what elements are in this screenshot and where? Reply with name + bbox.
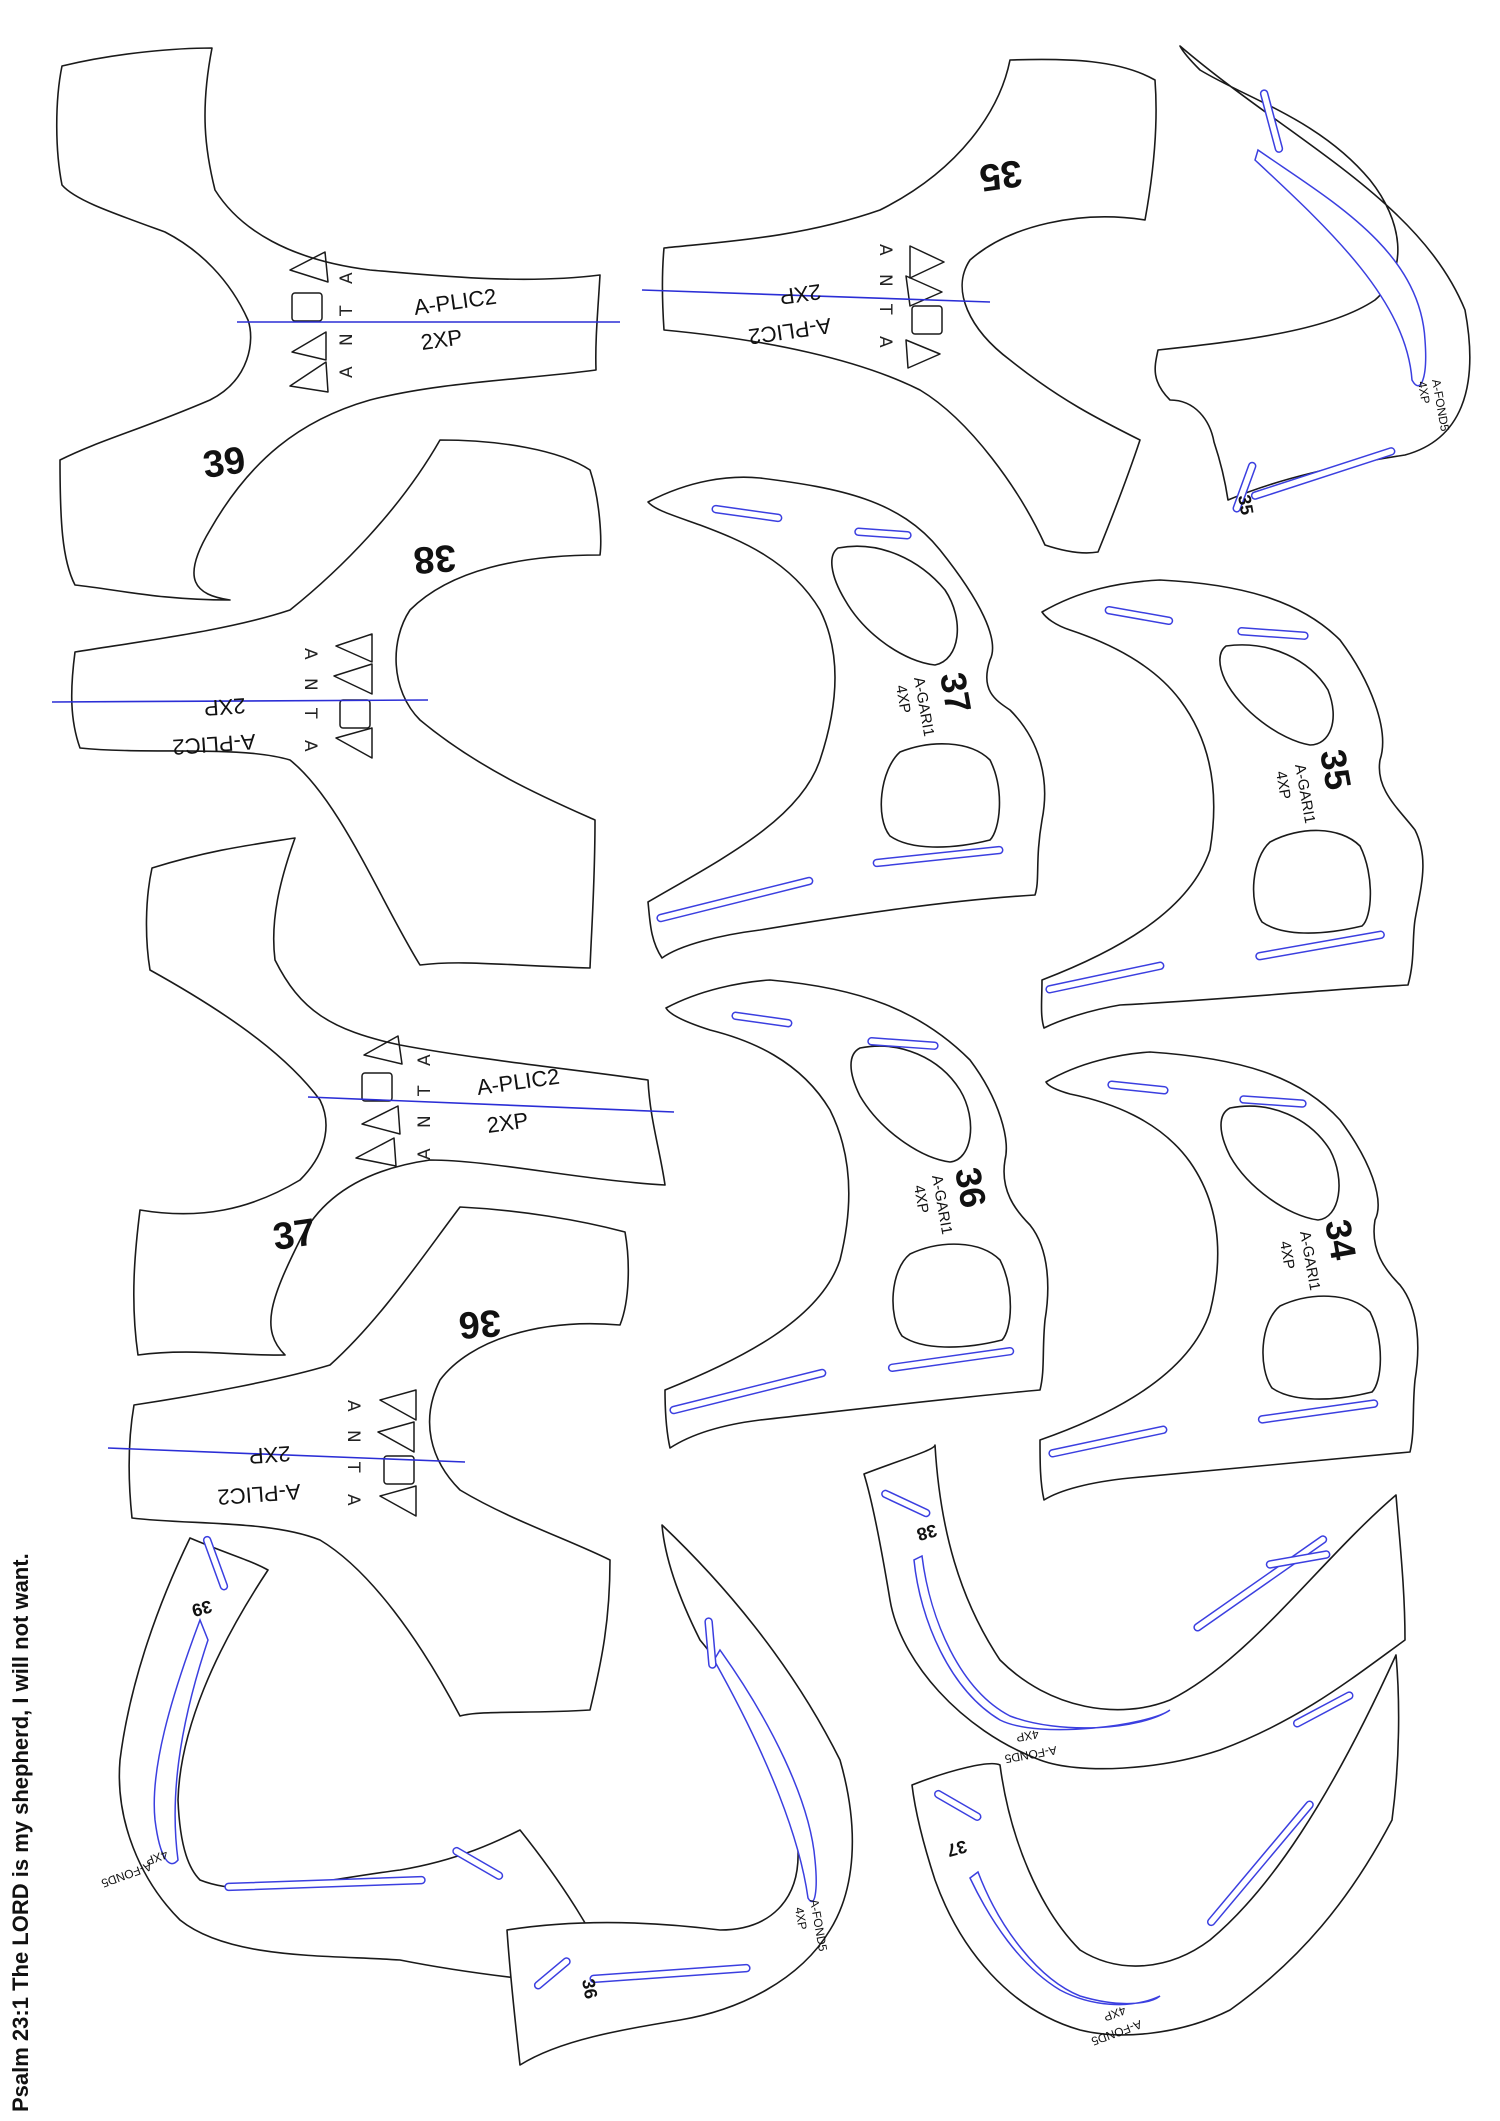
piece-qty: 4XP (1272, 770, 1294, 801)
plic-39-notch-marks (289, 251, 329, 393)
size-number: 37 (932, 669, 979, 716)
plic-38-notch-marks (333, 633, 373, 759)
size-number: 36 (457, 1301, 502, 1346)
grainline (307, 1096, 675, 1113)
brand-letter: T (337, 305, 357, 317)
brand-letter: N (300, 678, 320, 691)
brand-letter: T (300, 707, 320, 719)
brand-letter: A (875, 244, 895, 256)
piece-code: A-PLIC2 (217, 1479, 302, 1510)
plic-39-brand: A T N A (337, 272, 357, 378)
gari-34-lower-opening (1262, 1295, 1382, 1400)
brand-letter: A (415, 1148, 435, 1160)
size-number: 38 (412, 536, 457, 581)
brand-letter: A (343, 1494, 363, 1506)
plic-36-brand: A N T A (343, 1400, 363, 1506)
brand-letter: A (300, 648, 320, 660)
piece-qty: 4XP (910, 1184, 932, 1215)
plic-37-notch-marks (355, 1035, 403, 1167)
brand-letter: N (337, 333, 357, 346)
size-number: 36 (578, 1977, 601, 2000)
plic-piece-38: A N T A A-PLIC2 2XP 38 (51, 439, 602, 969)
piece-qty: 4XP (792, 1906, 810, 1931)
brand-letter: A (415, 1054, 435, 1066)
piece-qty: 2XP (203, 693, 246, 721)
brand-letter: N (875, 274, 895, 287)
plic-35-brand: A N T A (875, 244, 895, 348)
piece-qty: 4XP (1276, 1240, 1298, 1271)
brand-letter: A (300, 740, 320, 752)
gari-36-upper-opening (850, 1045, 972, 1163)
piece-qty: 2XP (485, 1107, 530, 1138)
gari-piece-37: 37 A-GARI1 4XP (647, 476, 1046, 959)
gari-34-upper-opening (1220, 1105, 1340, 1221)
grainline (51, 699, 429, 703)
gari-piece-34: 34 A-GARI1 4XP (1039, 1051, 1419, 1501)
size-number: 35 (1234, 493, 1257, 516)
piece-code: A-PLIC2 (172, 729, 257, 760)
piece-qty: 4XP (1415, 380, 1433, 405)
brand-letter: A (337, 272, 357, 284)
gari-36-lower-opening (892, 1243, 1012, 1348)
brand-letter: T (343, 1461, 363, 1473)
brand-letter: T (415, 1085, 435, 1097)
piece-qty: 2XP (419, 324, 464, 355)
brand-letter: A (875, 336, 895, 348)
fond-piece-35: A-FOND5 4XP 35 (1154, 45, 1471, 516)
size-number: 39 (200, 439, 248, 486)
brand-letter: A (343, 1400, 363, 1412)
piece-qty: 2XP (248, 1441, 291, 1469)
piece-qty: 4XP (892, 684, 914, 715)
size-number: 35 (1312, 746, 1359, 793)
grainline (641, 289, 991, 303)
plic-piece-39: A T N A A-PLIC2 2XP 39 (55, 47, 620, 601)
piece-qty: 4XP (1015, 1727, 1040, 1745)
fond-piece-39: 39 A-FOND5 4XP (99, 1535, 617, 1989)
plic-piece-35: A N T A A-PLIC2 2XP 35 (641, 58, 1157, 554)
plic-36-notch-marks (377, 1389, 417, 1517)
grainline (107, 1447, 466, 1463)
size-number: 36 (947, 1164, 994, 1211)
gari-piece-36: 36 A-GARI1 4XP (664, 979, 1049, 1449)
plic-38-brand: A N T A (300, 648, 320, 752)
verse-text: Psalm 23:1 The LORD is my shepherd, I wi… (8, 1553, 33, 2112)
fond-piece-38: 38 A-FOND5 4XP (863, 1444, 1406, 1770)
fond-piece-37: 37 A-FOND5 4XP (911, 1654, 1400, 2048)
plic-piece-37: A T N A A-PLIC2 2XP 37 (132, 837, 675, 1356)
gari-37-lower-opening (880, 743, 1001, 848)
fond-piece-36: A-FOND5 4XP 36 (506, 1524, 854, 2066)
gari-piece-35: 35 A-GARI1 4XP (1040, 579, 1424, 1029)
plic-37-brand: A T N A (415, 1054, 435, 1160)
gari-37-upper-opening (831, 545, 959, 666)
gari-35-upper-opening (1219, 644, 1334, 746)
piece-code: A-FOND5 (99, 1859, 154, 1890)
brand-letter: N (343, 1430, 363, 1443)
brand-letter: T (875, 303, 895, 315)
gari-35-lower-opening (1252, 829, 1372, 934)
brand-letter: N (415, 1115, 435, 1128)
piece-qty: 2XP (778, 279, 823, 310)
size-number: 37 (270, 1211, 318, 1258)
size-number: 35 (977, 151, 1025, 198)
brand-letter: A (337, 366, 357, 378)
plic-piece-36: A N T A A-PLIC2 2XP 36 (107, 1206, 630, 1717)
size-number: 34 (1317, 1216, 1364, 1263)
